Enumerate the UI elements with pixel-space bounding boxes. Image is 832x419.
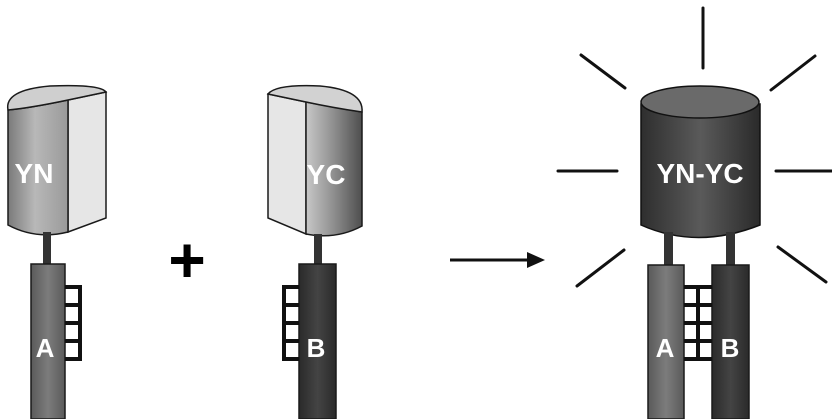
yn-yc-complex: YN-YC A B [640,85,761,419]
protein-a-rod [30,263,66,419]
complex-a-label: A [656,333,675,363]
fluorescence-rays [556,6,832,288]
yc-label: YC [307,159,346,190]
yn-yc-label: YN-YC [656,158,743,189]
complex-linker-b [726,232,735,268]
complex-protein-a-rod [647,264,685,419]
yc-fragment: YC [266,84,363,237]
protein-a-construct: YN A [7,84,108,419]
reaction-arrow [450,252,545,268]
yn-label: YN [15,158,54,189]
protein-b-label: B [307,333,326,363]
protein-b-binding-teeth [282,285,299,361]
protein-a-label: A [36,333,55,363]
protein-b-construct: YC B [266,84,363,419]
protein-a-binding-teeth [65,285,82,361]
complex-linker-a [664,232,673,268]
complex-b-label: B [721,333,740,363]
yc-linker [314,234,322,266]
yn-linker [43,232,51,266]
protein-b-rod [298,263,337,419]
reconstituted-fluorophore: YN-YC [640,85,761,239]
complex-binding-teeth [684,285,712,361]
plus-sign: + [168,224,205,296]
yn-fragment: YN [7,84,108,236]
